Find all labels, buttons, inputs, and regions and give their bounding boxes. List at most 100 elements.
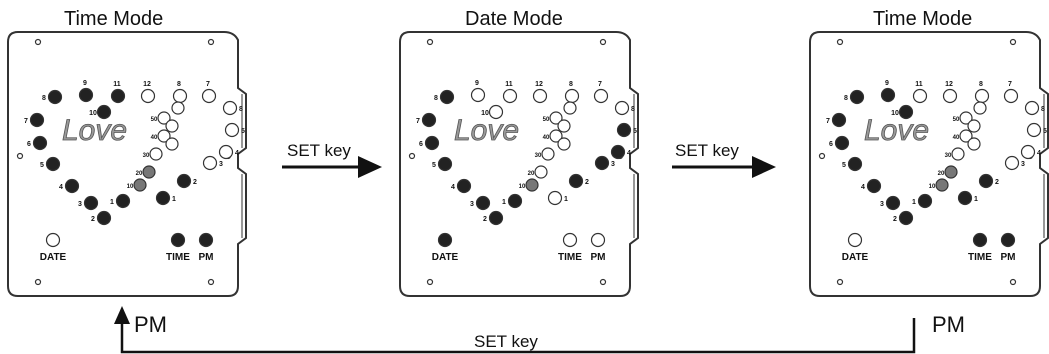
panel-1-title: Time Mode [64,8,164,30]
led-hour-12 [942,88,958,104]
led-label: 5 [432,162,436,169]
led-hour-3 [83,195,99,211]
led-hour-5 [224,122,240,138]
led-label: 11 [915,81,923,88]
led-hour-9 [470,87,486,103]
love-script: Love [864,114,929,147]
led-inner [171,101,185,115]
led-label: 10 [891,110,899,117]
loop-arrow [114,306,916,354]
led-label: 10 [929,184,936,190]
led-label: 3 [1021,161,1025,168]
led-hour-5 [847,156,863,172]
led-hour-8 [222,100,238,116]
led-label: 5 [241,128,245,135]
led-hour-3 [594,155,610,171]
led-label: 7 [826,118,830,125]
led-label: 12 [945,81,953,88]
led-minute-30 [951,147,965,161]
led-label: 1 [502,199,506,206]
led-label: 4 [59,184,63,191]
led-hour-11 [502,88,518,104]
mount-hole [599,278,607,286]
led-label: 2 [585,179,589,186]
led-label: 11 [113,81,121,88]
led-inner [967,137,981,151]
mount-hole [207,38,215,46]
led-label: 3 [78,201,82,208]
led-label: 7 [416,118,420,125]
date-indicator-label: DATE [40,252,67,263]
led-inner [967,119,981,133]
led-label: 8 [177,81,181,88]
led-minute-40 [549,129,563,143]
led-label: 3 [880,201,884,208]
led-hour-5 [1026,122,1042,138]
led-minute-10 [935,178,949,192]
led-hour-3 [475,195,491,211]
led-hour-9 [880,87,896,103]
mount-hole [426,278,434,286]
led-label: 30 [945,153,952,159]
led-label: 2 [995,179,999,186]
led-hour-7 [201,88,217,104]
mount-hole [836,278,844,286]
led-label: 7 [598,81,602,88]
love-script: Love [62,114,127,147]
led-hour-7 [421,112,437,128]
led-label: 3 [470,201,474,208]
led-hour-3 [1004,155,1020,171]
time-indicator-label: TIME [166,252,190,263]
led-label: 20 [528,171,535,177]
led-hour-2 [176,173,192,189]
led-label: 1 [172,196,176,203]
led-hour-2 [898,210,914,226]
led-label: 10 [519,184,526,190]
led-label: 10 [89,110,97,117]
led-minute-40 [157,129,171,143]
led-label: 8 [434,95,438,102]
mount-hole [1009,278,1017,286]
led-label: 10 [481,110,489,117]
led-label: 4 [451,184,455,191]
led-hour-6 [424,135,440,151]
mount-hole [34,38,42,46]
led-label: 8 [1041,106,1045,113]
led-label: 12 [535,81,543,88]
time-indicator-led [562,232,578,248]
led-label: 5 [842,162,846,169]
mount-hole [836,38,844,46]
led-minute-10 [133,178,147,192]
led-label: 8 [42,95,46,102]
led-minute-20 [534,165,548,179]
led-hour-5 [437,156,453,172]
led-label: 1 [564,196,568,203]
led-hour-7 [831,112,847,128]
pm-indicator-label: PM [1001,252,1016,263]
led-label: 8 [569,81,573,88]
led-hour-4 [610,144,626,160]
date-indicator-led [45,232,61,248]
led-label: 40 [953,135,960,141]
led-minute-50 [549,111,563,125]
date-indicator-label: DATE [432,252,459,263]
mount-hole [599,38,607,46]
led-label: 12 [143,81,151,88]
led-label: 6 [27,141,31,148]
led-label: 6 [829,141,833,148]
led-label: 7 [1008,81,1012,88]
led-hour-6 [32,135,48,151]
set-key-label-1: SET key [287,141,351,160]
led-label: 30 [143,153,150,159]
led-inner [557,137,571,151]
led-hour-2 [488,210,504,226]
led-label: 9 [885,80,889,87]
led-hour-1 [507,193,523,209]
led-hour-10 [898,104,914,120]
led-inner [563,101,577,115]
led-minute-50 [157,111,171,125]
arrow-2 [672,156,776,178]
mount-hole [207,278,215,286]
led-hour-3 [202,155,218,171]
